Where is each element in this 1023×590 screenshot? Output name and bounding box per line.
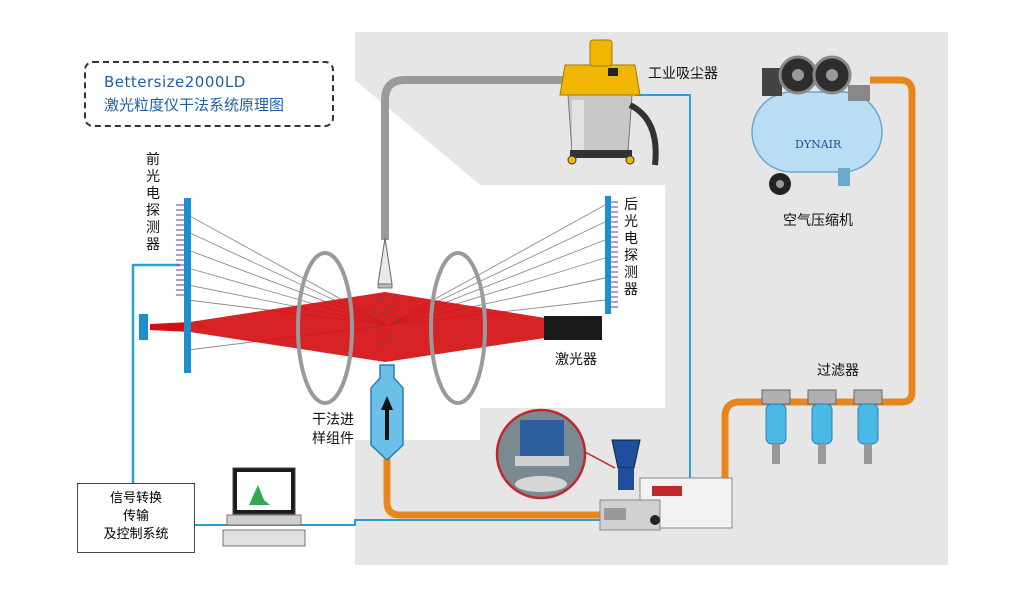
rear-detector: [605, 196, 618, 314]
laser-beam-main: [190, 292, 545, 362]
particles: [373, 294, 399, 346]
dispersion-unit-icon: [599, 439, 733, 531]
control-system-line3: 及控制系统: [103, 527, 169, 542]
signal-line-vacuum: [635, 94, 691, 478]
dry-feed-label-line2: 样组件: [312, 431, 354, 447]
filter-3-icon: [853, 389, 883, 464]
filter-2-icon: [807, 389, 837, 464]
signal-line-detector: [131, 263, 180, 483]
vacuum-cleaner-icon: [559, 39, 659, 166]
dry-feed-label-line1: 干法进: [312, 412, 354, 428]
control-system-line1: 信号转换: [109, 491, 162, 506]
title-line-1: Bettersize2000LD: [104, 73, 246, 91]
title-line-2: 激光粒度仪干法系统原理图: [104, 96, 285, 114]
filter-1-icon: [761, 389, 791, 464]
laser-label: 激光器: [555, 352, 597, 368]
air-compressor-icon: DYNAIR: [751, 55, 883, 195]
compressor-brand-text: DYNAIR: [795, 138, 842, 151]
laser-source: [544, 316, 602, 340]
computer-icon: [222, 467, 306, 547]
vacuum-label: 工业吸尘器: [648, 66, 718, 82]
lens-ring-left: [296, 251, 354, 405]
vacuum-nozzle: [377, 237, 393, 285]
rear-detector-label: 后光电探测器: [624, 197, 638, 298]
vacuum-nozzle-base: [377, 283, 393, 289]
air-pipe-feed: [383, 455, 600, 519]
lens-ring-right: [429, 251, 487, 405]
front-detector: [176, 198, 191, 373]
center-detector: [139, 314, 148, 340]
vacuum-hose: [381, 76, 580, 240]
control-system-box: 信号转换 传输 及控制系统: [77, 483, 195, 553]
title-box: Bettersize2000LD 激光粒度仪干法系统原理图: [84, 61, 334, 127]
compressor-label: 空气压缩机: [783, 213, 853, 229]
front-detector-label: 前光电探测器: [146, 152, 160, 253]
control-system-line2: 传输: [122, 509, 149, 524]
feed-arrow-icon: [381, 396, 393, 440]
laser-beam-focus: [150, 322, 190, 332]
magnified-feed-inset: [495, 408, 616, 500]
filters-label: 过滤器: [817, 363, 859, 379]
